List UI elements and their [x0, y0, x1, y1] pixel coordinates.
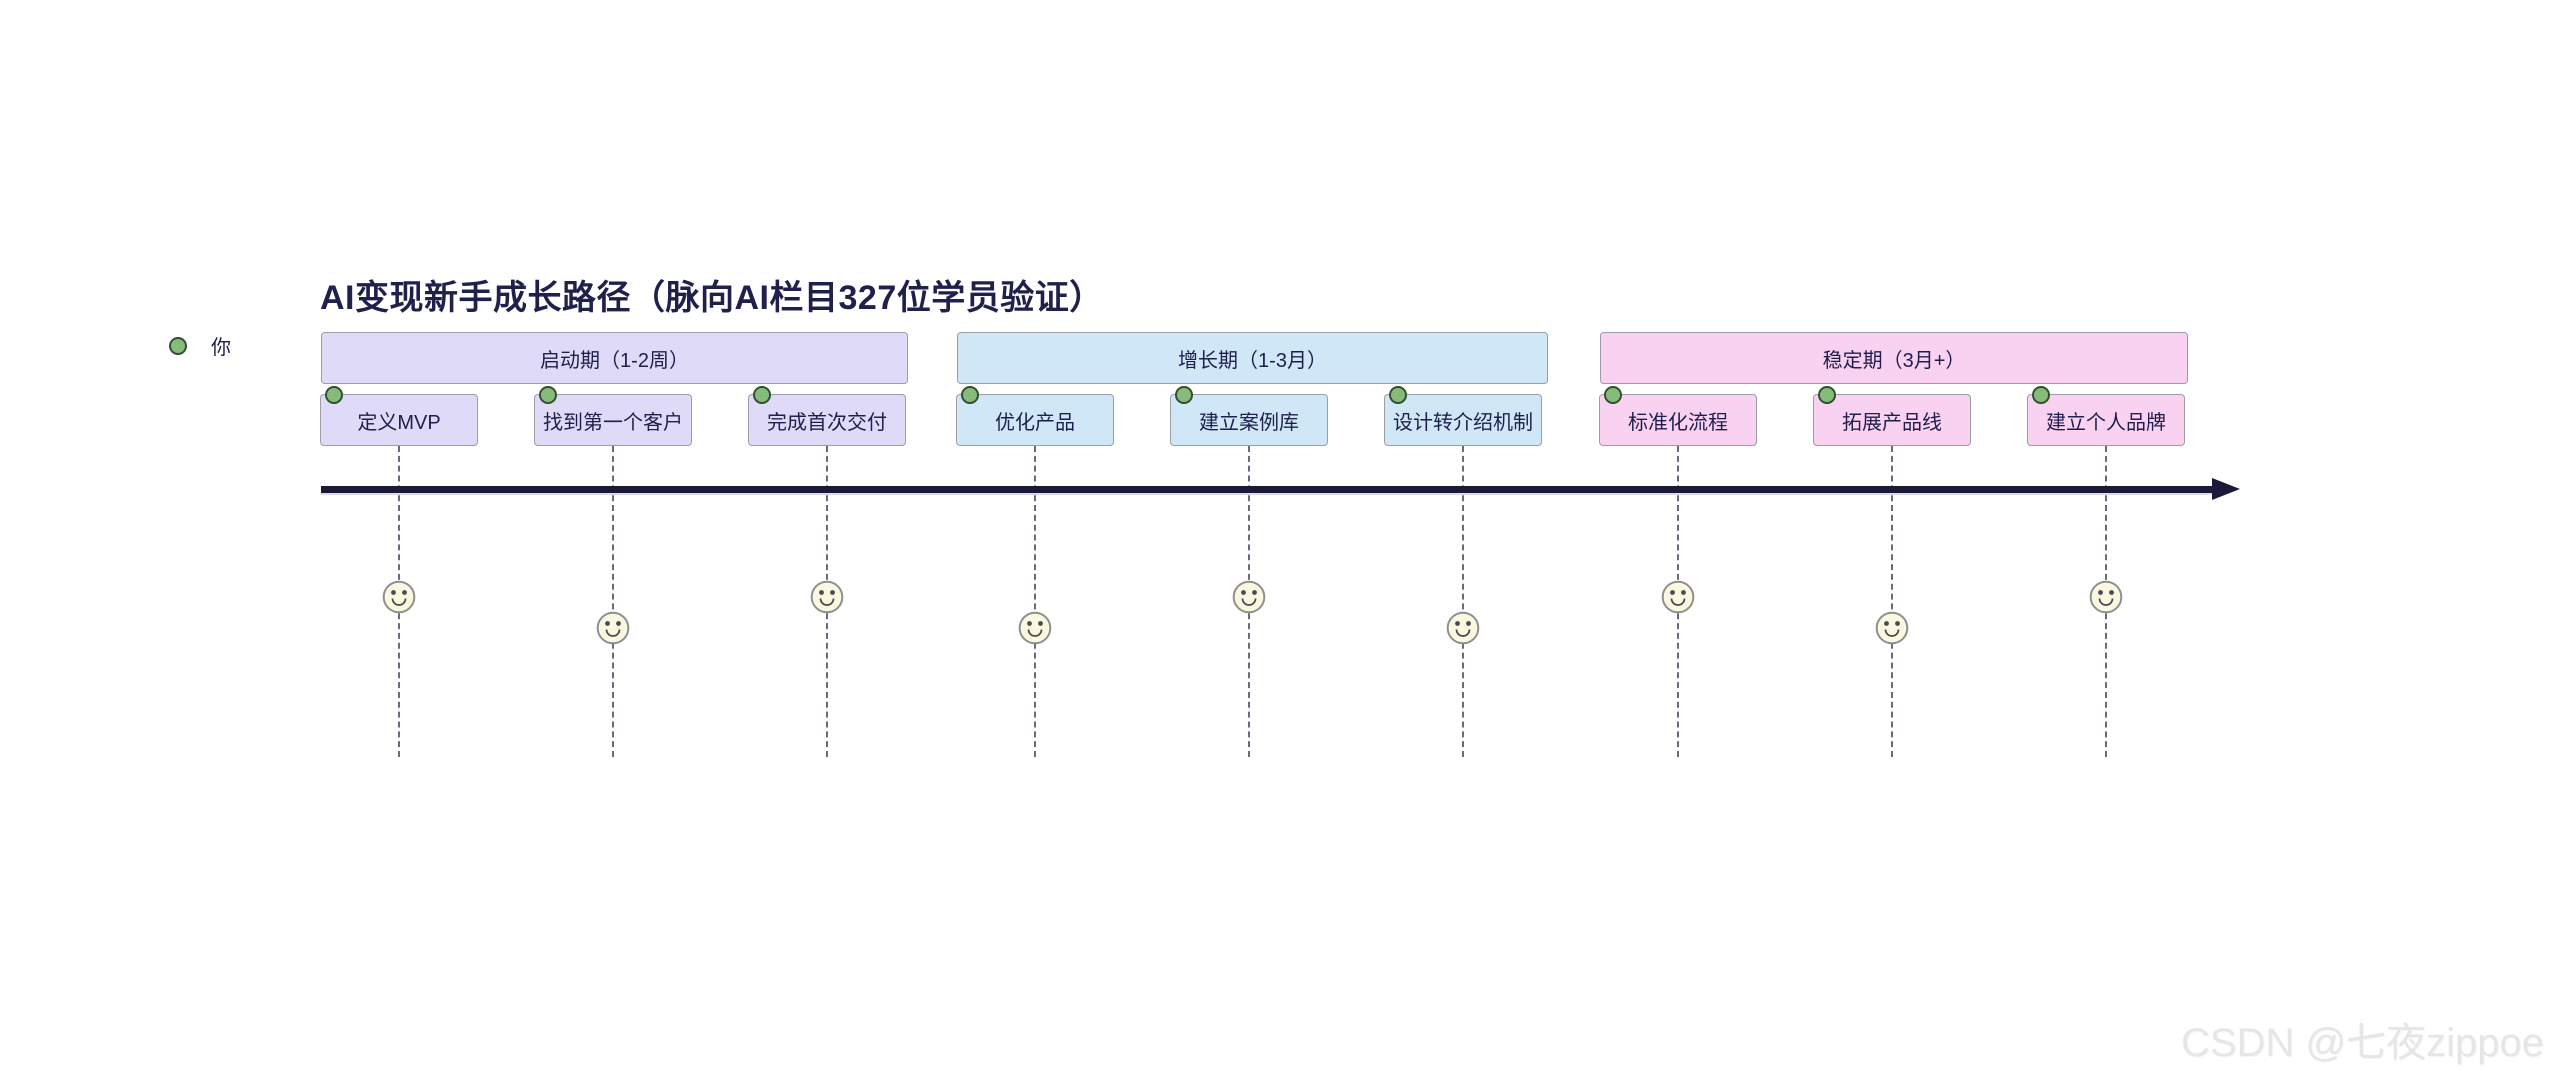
- actor-dot-icon: [539, 386, 557, 404]
- section-bar-growth: 增长期（1-3月）: [957, 332, 1548, 384]
- task-label: 找到第一个客户: [543, 411, 683, 434]
- section-label: 增长期（1-3月）: [1178, 349, 1327, 372]
- section-bar-launch: 启动期（1-2周）: [321, 332, 908, 384]
- actor-dot-icon: [753, 386, 771, 404]
- smiley-face-icon: [1661, 580, 1695, 614]
- timeline-axis: [321, 486, 2212, 493]
- dashed-connector: [1462, 446, 1464, 757]
- smiley-face-icon: [1446, 611, 1480, 645]
- actor-dot-icon: [169, 336, 187, 355]
- task-box: 定义MVP: [320, 386, 478, 446]
- smiley-face-icon: [1232, 580, 1266, 614]
- actor-dot-icon: [1389, 386, 1407, 404]
- task-box: 建立案例库: [1170, 386, 1328, 446]
- task-box: 建立个人品牌: [2027, 386, 2185, 446]
- task-box: 完成首次交付: [748, 386, 906, 446]
- smiley-face-icon: [596, 611, 630, 645]
- task-label: 建立案例库: [1199, 411, 1299, 434]
- section-bar-stable: 稳定期（3月+）: [1600, 332, 2188, 384]
- task-box: 优化产品: [956, 386, 1114, 446]
- section-label: 启动期（1-2周）: [540, 349, 689, 372]
- smiley-face-icon: [810, 580, 844, 614]
- task-box: 设计转介绍机制: [1384, 386, 1542, 446]
- actor-dot-icon: [1818, 386, 1836, 404]
- task-label: 完成首次交付: [767, 411, 887, 434]
- page-title: AI变现新手成长路径（脉向AI栏目327位学员验证）: [320, 279, 1104, 317]
- task-box: 标准化流程: [1599, 386, 1757, 446]
- actor-dot-icon: [2032, 386, 2050, 404]
- task-label: 优化产品: [995, 411, 1075, 434]
- task-box: 拓展产品线: [1813, 386, 1971, 446]
- task-label: 设计转介绍机制: [1393, 411, 1533, 434]
- watermark: CSDN @七夜zippoe: [2181, 1021, 2544, 1065]
- legend-actor-label: 你: [211, 337, 231, 359]
- task-label: 建立个人品牌: [2046, 411, 2166, 434]
- dashed-connector: [612, 446, 614, 757]
- section-label: 稳定期（3月+）: [1822, 349, 1966, 372]
- task-label: 拓展产品线: [1842, 411, 1942, 434]
- smiley-face-icon: [1875, 611, 1909, 645]
- task-label: 定义MVP: [357, 411, 441, 434]
- task-label: 标准化流程: [1628, 411, 1728, 434]
- actor-dot-icon: [1604, 386, 1622, 404]
- actor-dot-icon: [325, 386, 343, 404]
- smiley-face-icon: [1018, 611, 1052, 645]
- smiley-face-icon: [2089, 580, 2123, 614]
- actor-dot-icon: [1175, 386, 1193, 404]
- task-box: 找到第一个客户: [534, 386, 692, 446]
- smiley-face-icon: [382, 580, 416, 614]
- arrowhead-icon: [2212, 478, 2240, 500]
- legend: 你: [169, 331, 231, 360]
- dashed-connector: [1034, 446, 1036, 757]
- dashed-connector: [1891, 446, 1893, 757]
- actor-dot-icon: [961, 386, 979, 404]
